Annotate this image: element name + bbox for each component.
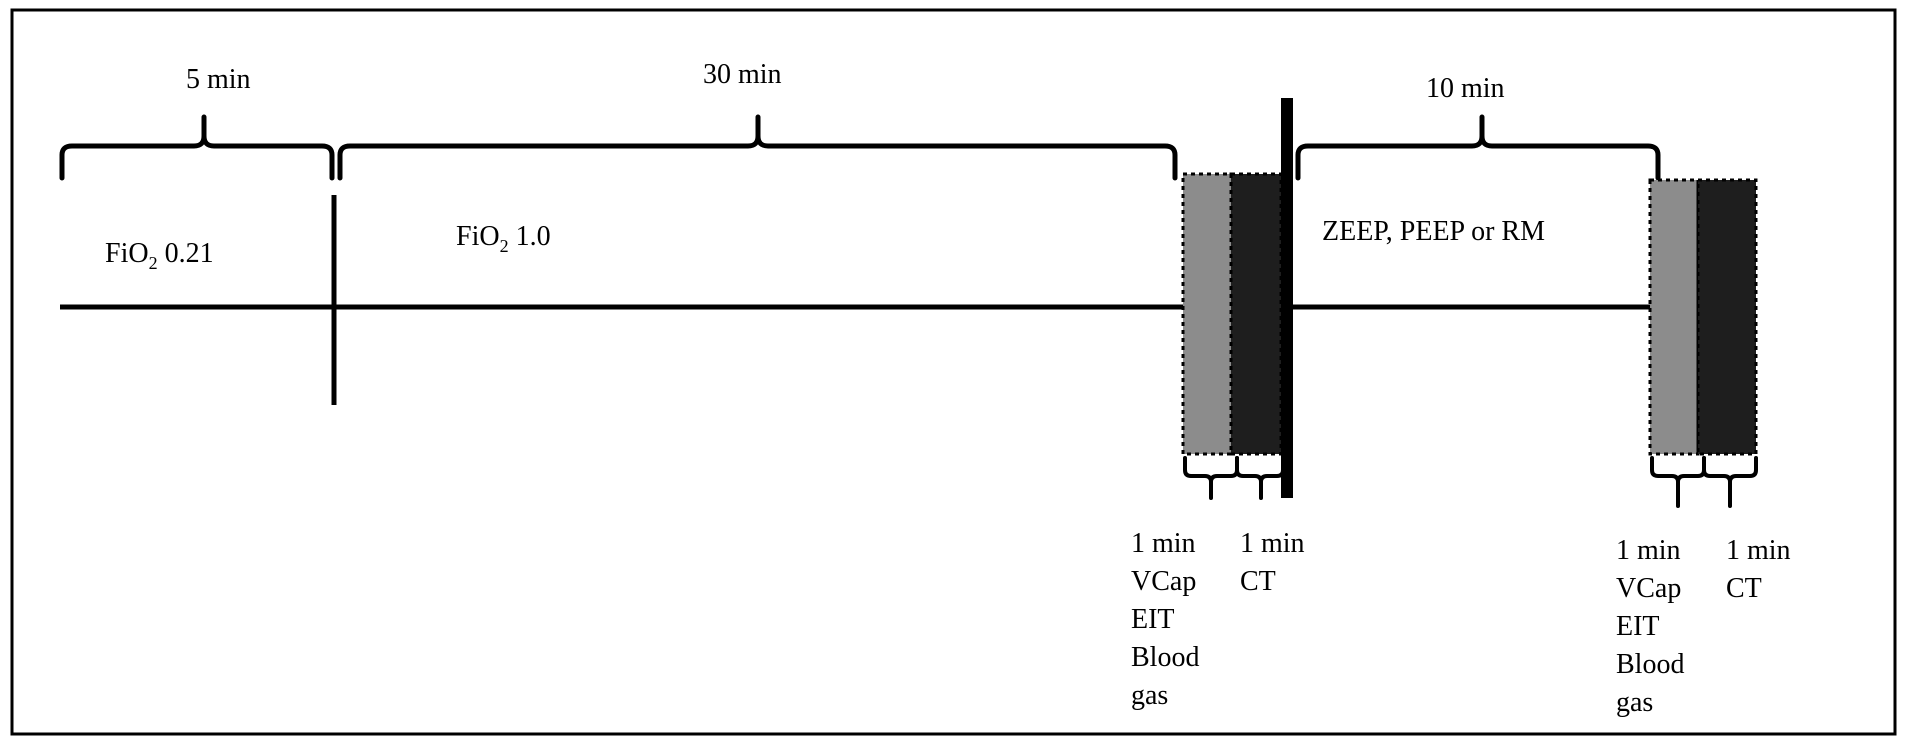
label-fio2-021: FiO2 0.21 [105,238,214,273]
brace-m2-light [1650,456,1706,508]
label-fio2-10: FiO2 1.0 [456,221,551,256]
duration-5min: 5 min [186,64,251,95]
m1-dark-label: 1 min CT [1240,528,1312,597]
measurement2-vcap-block [1648,178,1700,456]
m1-light-label: 1 min VCap EIT Blood gas [1131,528,1206,711]
measurement1-ct-block [1229,172,1283,456]
brace-30min [337,114,1178,181]
brace-m2-dark [1702,456,1758,508]
diagram-frame [10,8,1897,736]
brace-10min [1295,114,1661,181]
brace-m1-light [1183,456,1239,500]
m2-dark-label: 1 min CT [1726,535,1798,604]
duration-10min: 10 min [1426,73,1505,104]
label-intervention: ZEEP, PEEP or RM [1322,216,1545,247]
brace-5min [59,114,335,181]
brace-m1-dark [1235,456,1285,500]
duration-30min: 30 min [703,59,782,90]
measurement2-ct-block [1696,178,1758,456]
intervention-start-bar [1281,98,1293,498]
m2-light-label: 1 min VCap EIT Blood gas [1616,535,1691,718]
measurement1-vcap-block [1181,172,1233,456]
